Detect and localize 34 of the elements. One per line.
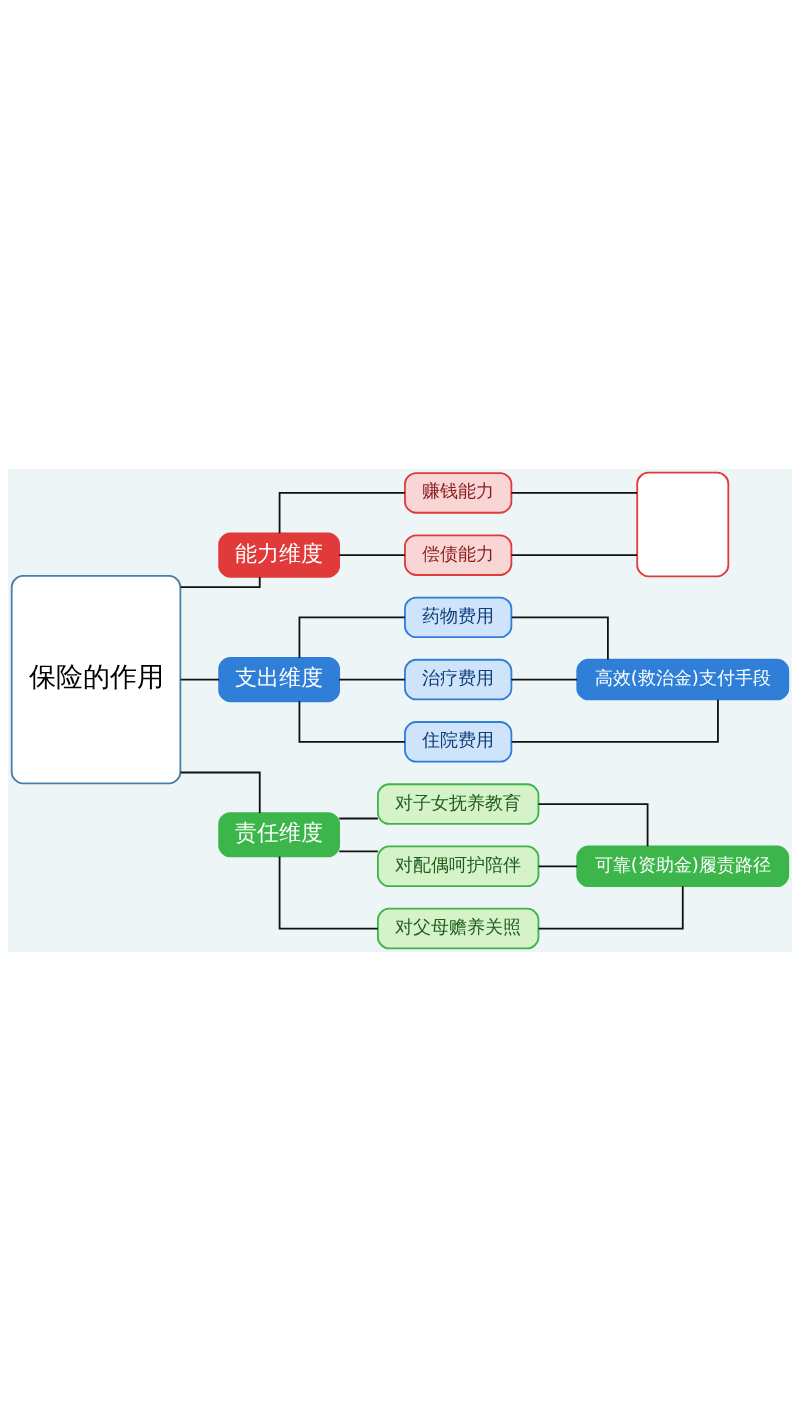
node-box: 赚钱能力: [404, 471, 513, 514]
node-box: 偿债能力: [404, 533, 513, 576]
node-box: 对子女抚养教育: [377, 782, 540, 825]
node-box: 能力维度: [218, 532, 340, 578]
node-box: [636, 471, 730, 577]
connector: [179, 678, 220, 680]
node-box: 保险的作用: [10, 574, 182, 784]
connector: [298, 699, 406, 743]
connector: [338, 678, 406, 680]
node-box: 支出维度: [218, 656, 340, 702]
connector: [510, 553, 639, 556]
node-box: 对配偶呵护陪伴: [377, 845, 540, 887]
connector: [298, 615, 406, 659]
connector: [338, 553, 406, 556]
connector: [510, 615, 609, 660]
node-box: 治疗费用: [404, 658, 513, 700]
connector: [179, 575, 261, 588]
connector: [537, 884, 684, 929]
node-box: 可靠(资助金)履责路径: [576, 845, 790, 887]
node-box: 责任维度: [218, 811, 340, 857]
connector: [510, 678, 578, 680]
connector: [537, 802, 649, 847]
connector: [338, 850, 379, 852]
node-box: 高效(救治金)支付手段: [576, 658, 790, 700]
connector: [510, 491, 639, 494]
connector: [510, 698, 719, 743]
node-box: 住院费用: [404, 720, 513, 763]
node-box: 药物费用: [404, 596, 513, 638]
connector: [278, 491, 406, 534]
connector: [278, 855, 379, 929]
connector: [179, 771, 261, 814]
connector: [338, 817, 379, 819]
connector: [537, 864, 578, 867]
node-box: 对父母赡养关照: [377, 907, 540, 949]
